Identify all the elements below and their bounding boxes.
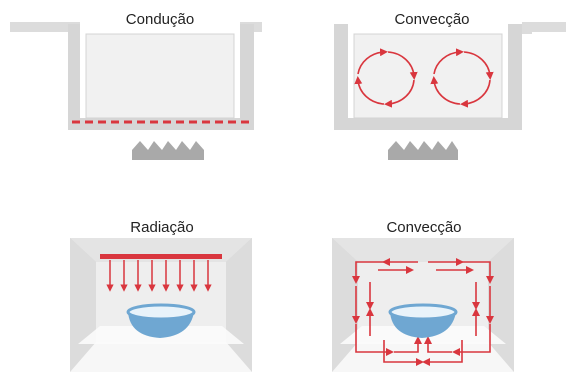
radiation-arrows [106,260,212,292]
pot-right-handle [522,22,566,34]
pot-contents [85,33,235,119]
title-convection-pot: Convecção [394,11,470,28]
bowl-icon [388,303,458,338]
oven-floor [332,342,514,372]
oven-ceiling [332,238,514,262]
pot-contents [353,33,503,119]
conduction-panel [10,22,262,160]
radiation-panel [70,238,252,372]
pot-left-handle [10,22,80,34]
burner-icon [388,141,458,160]
title-radiation: Radiação [130,219,194,236]
pot-walls [334,24,522,130]
title-conduction: Condução [125,11,195,28]
heating-element [100,254,222,259]
title-convection-oven: Convecção [386,219,462,236]
convection-oven-panel [332,238,514,372]
bowl-icon [126,303,196,338]
convection-loop-left [354,48,418,108]
convection-arrows [352,258,494,366]
convection-pot-panel [334,22,566,160]
oven-floor [70,342,252,372]
convection-loop-right [430,48,494,108]
pot-walls [68,24,254,130]
burner-icon [132,141,204,160]
